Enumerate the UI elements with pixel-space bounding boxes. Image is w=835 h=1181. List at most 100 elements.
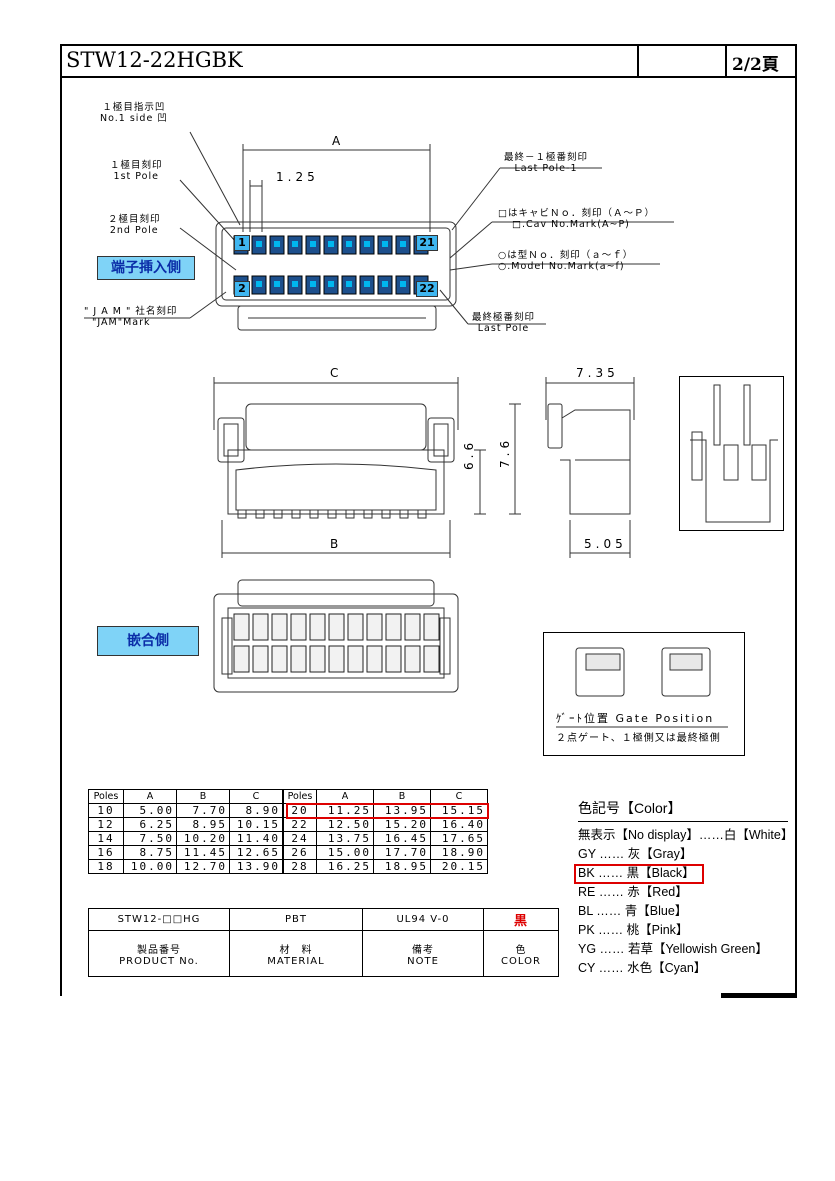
front-tooth xyxy=(237,509,247,519)
table-cell: 16 xyxy=(88,845,124,860)
table-cell: 15.15 xyxy=(430,803,488,818)
mating-cavity xyxy=(233,613,250,641)
mating-cavity xyxy=(233,645,250,673)
mating-cavity xyxy=(423,613,440,641)
dim-a: A xyxy=(332,134,345,148)
model-mark-label: ○は型Ｎｏ．刻印（ａ～ｆ） ○.Model No.Mark(a~f) xyxy=(498,250,633,272)
pin-contact xyxy=(310,281,316,287)
pin-contact xyxy=(346,281,352,287)
gate-label-en: Gate Position xyxy=(615,712,715,725)
table-cell: 22 xyxy=(282,817,317,832)
model-mark-jp: ○は型Ｎｏ．刻印（ａ～ｆ） xyxy=(498,250,634,261)
header-cell: B xyxy=(373,789,431,804)
second-pole-label: ２極目刻印 2nd Pole xyxy=(108,214,161,236)
jam-mark-jp: " J A M " 社名刻印 xyxy=(84,306,178,317)
table-cell: 17.65 xyxy=(430,831,488,846)
header-cell: A xyxy=(316,789,374,804)
table-cell: 17.70 xyxy=(373,845,431,860)
material-value: PBT xyxy=(229,908,363,931)
model-mark-en: ○.Model No.Mark(a~f) xyxy=(498,261,625,272)
mating-cavity xyxy=(404,645,421,673)
front-tooth xyxy=(381,509,391,519)
table-cell: 15.00 xyxy=(316,845,374,860)
detail-section-box xyxy=(679,376,784,531)
cav-mark-en: □.Cav No.Mark(A~P) xyxy=(512,219,630,230)
header-cell: B xyxy=(176,789,230,804)
mating-cavity xyxy=(328,645,345,673)
product-value: STW12-□□HG xyxy=(88,908,230,931)
front-tooth xyxy=(417,509,427,519)
last-pole-en: Last Pole xyxy=(477,323,530,334)
last-pole-label: 最終極番刻印 Last Pole xyxy=(472,312,535,334)
pin-label-2: 2 xyxy=(234,281,250,297)
mating-side-tag: 嵌合側 xyxy=(97,626,199,656)
drawing-frame xyxy=(60,44,797,996)
table-cell: 13.75 xyxy=(316,831,374,846)
second-pole-jp: ２極目刻印 xyxy=(108,214,161,225)
title-divider xyxy=(725,44,727,76)
table-cell: 8.90 xyxy=(229,803,284,818)
table-cell: 28 xyxy=(282,859,317,874)
last-pole-minus1-en: Last Pole-1 xyxy=(514,163,578,174)
mating-cavity xyxy=(385,645,402,673)
table-header-row: Poles A B C Poles A B C xyxy=(88,789,488,804)
dim-7-6: 7.6 xyxy=(498,436,512,468)
front-tooth xyxy=(291,509,301,519)
terminal-insert-side-tag: 端子挿入側 xyxy=(97,256,195,280)
table-cell: 16.45 xyxy=(373,831,431,846)
table-cell: 12.70 xyxy=(176,859,230,874)
color-code-item: PK …… 桃【Pink】 xyxy=(578,923,689,937)
table-cell: 8.75 xyxy=(123,845,177,860)
pin-contact xyxy=(292,281,298,287)
color-code-panel: 色記号【Color】 無表示【No display】……白【White】GY …… xyxy=(578,798,794,978)
front-tooth xyxy=(363,509,373,519)
mating-cavity xyxy=(309,613,326,641)
dim-pitch: 1.25 xyxy=(276,170,319,184)
front-tooth xyxy=(309,509,319,519)
note-label-jp: 備考 xyxy=(412,944,434,956)
last-pole-jp: 最終極番刻印 xyxy=(472,312,536,323)
mating-cavity xyxy=(366,645,383,673)
color-label-en: COLOR xyxy=(501,955,541,967)
table-cell: 10.20 xyxy=(176,831,230,846)
mating-cavity xyxy=(271,613,288,641)
pin-contact xyxy=(382,281,388,287)
pin-contact xyxy=(328,281,334,287)
color-code-item: 無表示【No display】……白【White】 xyxy=(578,828,794,842)
first-pole-jp: １極目刻印 xyxy=(110,160,163,171)
dim-5-05: 5.05 xyxy=(584,537,627,551)
pin-label-21: 21 xyxy=(416,235,438,251)
front-tooth xyxy=(273,509,283,519)
gate-position-box: ｹﾞｰﾄ位置 Gate Position ２点ゲート、１極側又は最終極側 xyxy=(543,632,745,756)
cav-mark-jp: □はキャビＮｏ．刻印（Ａ～Ｐ） xyxy=(498,208,655,219)
last-pole-minus1-jp: 最終－１極番刻印 xyxy=(504,152,589,163)
header-cell: C xyxy=(430,789,488,804)
title-divider xyxy=(637,44,639,76)
page-number: 2/2頁 xyxy=(732,55,779,75)
note-label-en: NOTE xyxy=(407,955,439,967)
front-tooth xyxy=(327,509,337,519)
pin-contact xyxy=(346,241,352,247)
mating-cavity xyxy=(366,613,383,641)
table-cell: 5.00 xyxy=(123,803,177,818)
pin-contact xyxy=(400,241,406,247)
material-label-jp: 材 料 xyxy=(279,944,313,956)
cav-mark-label: □はキャビＮｏ．刻印（Ａ～Ｐ） □.Cav No.Mark(A~P) xyxy=(498,208,655,230)
no1-side-jp: １極目指示凹 xyxy=(102,102,166,113)
color-code-item: GY …… 灰【Gray】 xyxy=(578,847,693,861)
header-cell: Poles xyxy=(282,789,317,804)
part-number-title: STW12-22HGBK xyxy=(66,48,243,72)
gate-note: ２点ゲート、１極側又は最終極側 xyxy=(556,733,721,744)
table-cell: 16.40 xyxy=(430,817,488,832)
pin-contact xyxy=(382,241,388,247)
pin-contact xyxy=(310,241,316,247)
pin-contact xyxy=(274,241,280,247)
table-cell: 14 xyxy=(88,831,124,846)
material-label-en: MATERIAL xyxy=(267,955,325,967)
